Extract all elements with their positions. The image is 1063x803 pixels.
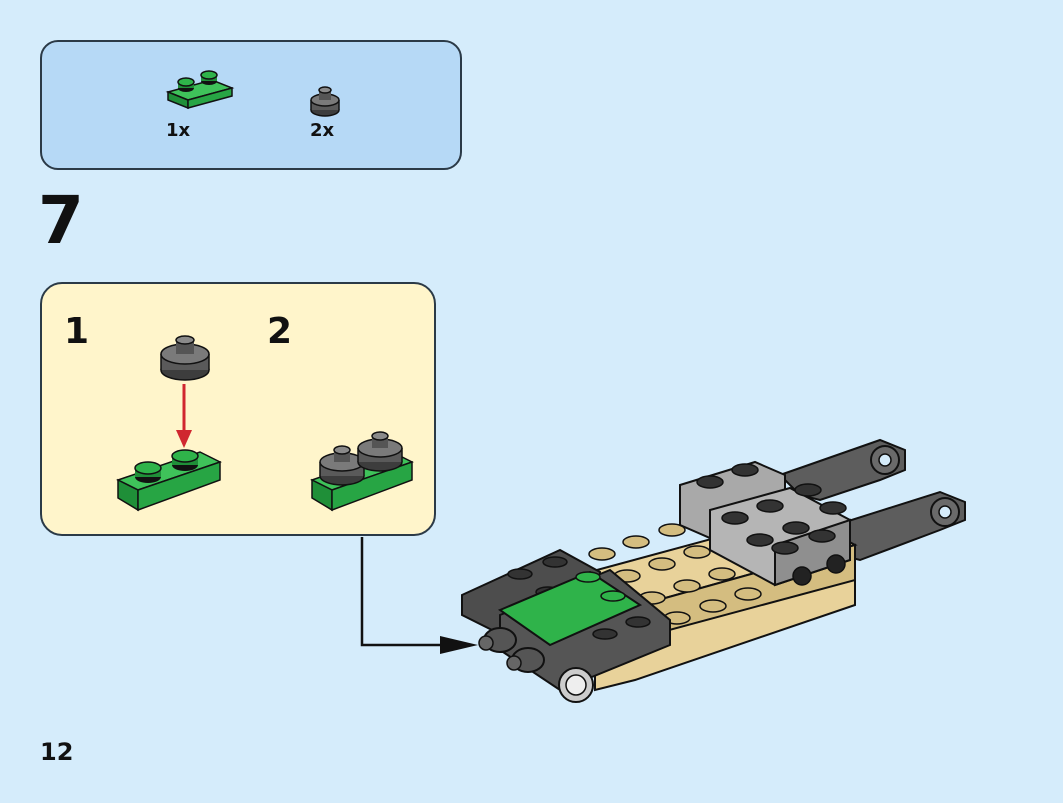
green-plate-part-icon (164, 70, 236, 112)
substep-number-2: 2 (267, 311, 293, 352)
substep-1-illustration (116, 335, 222, 512)
parts-list-panel: 1x 2x (40, 40, 462, 170)
light-gray-bricks (679, 460, 851, 587)
page-number: 12 (40, 738, 74, 766)
callout-connector-line (360, 537, 470, 647)
substep-number-1: 1 (64, 311, 90, 352)
part-quantity-gray-stud: 2x (310, 120, 335, 141)
part-quantity-green-plate: 1x (166, 120, 191, 141)
green-plate-on-model (497, 570, 643, 647)
substep-2-illustration (310, 431, 414, 512)
substep-callout-panel: 1 2 (40, 282, 436, 536)
front-round-studs (478, 627, 594, 703)
step-number: 7 (38, 182, 84, 259)
callout-arrow-head (440, 636, 478, 654)
gray-round-stud-part-icon (308, 84, 342, 118)
